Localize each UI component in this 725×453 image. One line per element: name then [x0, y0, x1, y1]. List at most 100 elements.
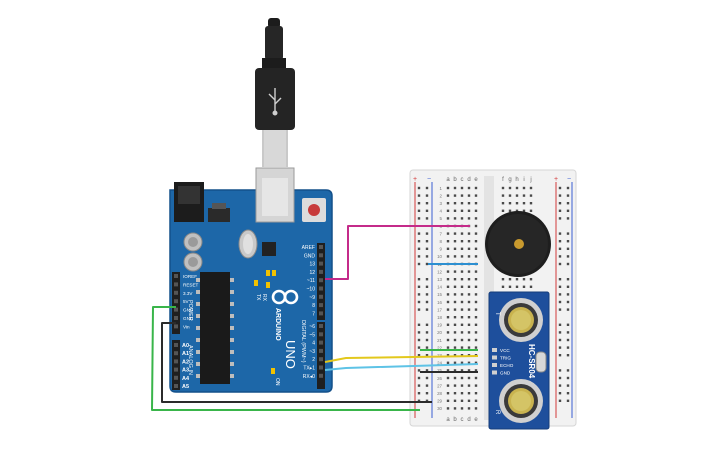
breadboard-hole[interactable]	[474, 392, 478, 395]
rail-hole[interactable]	[558, 399, 562, 402]
rail-hole[interactable]	[558, 240, 562, 243]
breadboard-hole[interactable]	[474, 338, 478, 342]
rail-hole[interactable]	[558, 331, 562, 334]
breadboard-hole[interactable]	[467, 209, 471, 212]
rail-hole[interactable]	[566, 209, 570, 212]
breadboard-hole[interactable]	[474, 209, 478, 212]
digital-pin-socket[interactable]	[319, 253, 323, 258]
breadboard-hole[interactable]	[446, 202, 450, 205]
analog-pin-socket[interactable]	[174, 359, 178, 364]
analog-pin-socket[interactable]	[174, 375, 178, 380]
breadboard-hole[interactable]	[446, 194, 450, 197]
breadboard-hole[interactable]	[460, 384, 464, 387]
rail-hole[interactable]	[417, 186, 421, 190]
breadboard-hole[interactable]	[460, 247, 464, 250]
breadboard-hole[interactable]	[529, 186, 533, 190]
rail-hole[interactable]	[558, 369, 562, 372]
breadboard-hole[interactable]	[446, 399, 450, 402]
breadboard-hole[interactable]	[474, 186, 478, 190]
rail-hole[interactable]	[425, 202, 429, 205]
rail-hole[interactable]	[425, 247, 429, 250]
digital-pin-socket[interactable]	[319, 348, 323, 353]
breadboard-hole[interactable]	[474, 384, 478, 387]
breadboard-hole[interactable]	[474, 202, 478, 205]
breadboard-hole[interactable]	[446, 278, 450, 281]
rail-hole[interactable]	[417, 240, 421, 243]
breadboard-hole[interactable]	[474, 369, 478, 372]
rail-hole[interactable]	[566, 346, 570, 349]
arduino-uno-board[interactable]: ARDUINO UNO TX RX ON DIGITAL (PWM~) ANAL…	[169, 167, 333, 393]
rail-hole[interactable]	[566, 392, 570, 395]
breadboard-hole[interactable]	[467, 240, 471, 243]
power-pin-socket[interactable]	[174, 282, 178, 287]
digital-pin-socket[interactable]	[319, 303, 323, 308]
breadboard-hole[interactable]	[446, 300, 450, 304]
rail-hole[interactable]	[425, 232, 429, 235]
breadboard-hole[interactable]	[467, 255, 471, 258]
breadboard-hole[interactable]	[467, 346, 471, 349]
breadboard-hole[interactable]	[467, 194, 471, 197]
breadboard-hole[interactable]	[474, 316, 478, 319]
rail-hole[interactable]	[417, 217, 421, 220]
power-pin-socket[interactable]	[174, 324, 178, 329]
rail-hole[interactable]	[417, 399, 421, 402]
digital-pin-socket[interactable]	[319, 278, 323, 283]
rail-hole[interactable]	[558, 255, 562, 258]
breadboard-hole[interactable]	[460, 361, 464, 364]
rail-hole[interactable]	[425, 240, 429, 243]
power-pin-socket[interactable]	[174, 290, 178, 295]
rail-hole[interactable]	[425, 300, 429, 304]
breadboard-hole[interactable]	[453, 232, 457, 235]
rail-hole[interactable]	[558, 262, 562, 266]
breadboard-hole[interactable]	[467, 316, 471, 319]
rail-hole[interactable]	[417, 202, 421, 205]
rail-hole[interactable]	[566, 240, 570, 243]
rail-hole[interactable]	[425, 209, 429, 212]
breadboard-hole[interactable]	[522, 202, 526, 205]
rail-hole[interactable]	[425, 186, 429, 190]
breadboard-hole[interactable]	[474, 217, 478, 220]
digital-pin-socket[interactable]	[319, 294, 323, 299]
breadboard-hole[interactable]	[515, 186, 519, 190]
breadboard-hole[interactable]	[453, 376, 457, 380]
rail-hole[interactable]	[558, 186, 562, 190]
breadboard-hole[interactable]	[453, 384, 457, 387]
rail-hole[interactable]	[425, 262, 429, 266]
breadboard-hole[interactable]	[474, 300, 478, 304]
breadboard-hole[interactable]	[453, 361, 457, 364]
breadboard-hole[interactable]	[453, 308, 457, 311]
rail-hole[interactable]	[425, 392, 429, 395]
rail-hole[interactable]	[566, 194, 570, 197]
breadboard-hole[interactable]	[474, 308, 478, 311]
rail-hole[interactable]	[558, 247, 562, 250]
breadboard-hole[interactable]	[460, 354, 464, 357]
breadboard-hole[interactable]	[446, 186, 450, 190]
breadboard-hole[interactable]	[501, 186, 505, 190]
breadboard-hole[interactable]	[474, 376, 478, 380]
rail-hole[interactable]	[417, 262, 421, 266]
analog-pin-socket[interactable]	[174, 343, 178, 347]
breadboard-hole[interactable]	[446, 338, 450, 342]
breadboard-hole[interactable]	[467, 369, 471, 372]
breadboard-hole[interactable]	[446, 255, 450, 258]
breadboard-hole[interactable]	[446, 247, 450, 250]
rail-hole[interactable]	[425, 194, 429, 197]
breadboard-hole[interactable]	[474, 399, 478, 402]
breadboard-hole[interactable]	[501, 278, 505, 281]
breadboard-hole[interactable]	[446, 293, 450, 296]
breadboard-hole[interactable]	[467, 407, 471, 410]
breadboard-hole[interactable]	[515, 278, 519, 281]
wires[interactable]	[151, 225, 479, 411]
breadboard-hole[interactable]	[474, 194, 478, 197]
breadboard-hole[interactable]	[446, 407, 450, 410]
breadboard-hole[interactable]	[460, 285, 464, 288]
power-pin-socket[interactable]	[174, 299, 178, 304]
breadboard-hole[interactable]	[467, 338, 471, 342]
breadboard-hole[interactable]	[453, 407, 457, 410]
rail-hole[interactable]	[566, 293, 570, 296]
wire-green[interactable]	[151, 306, 420, 411]
rail-hole[interactable]	[558, 217, 562, 220]
breadboard-hole[interactable]	[446, 217, 450, 220]
breadboard-hole[interactable]	[522, 186, 526, 190]
